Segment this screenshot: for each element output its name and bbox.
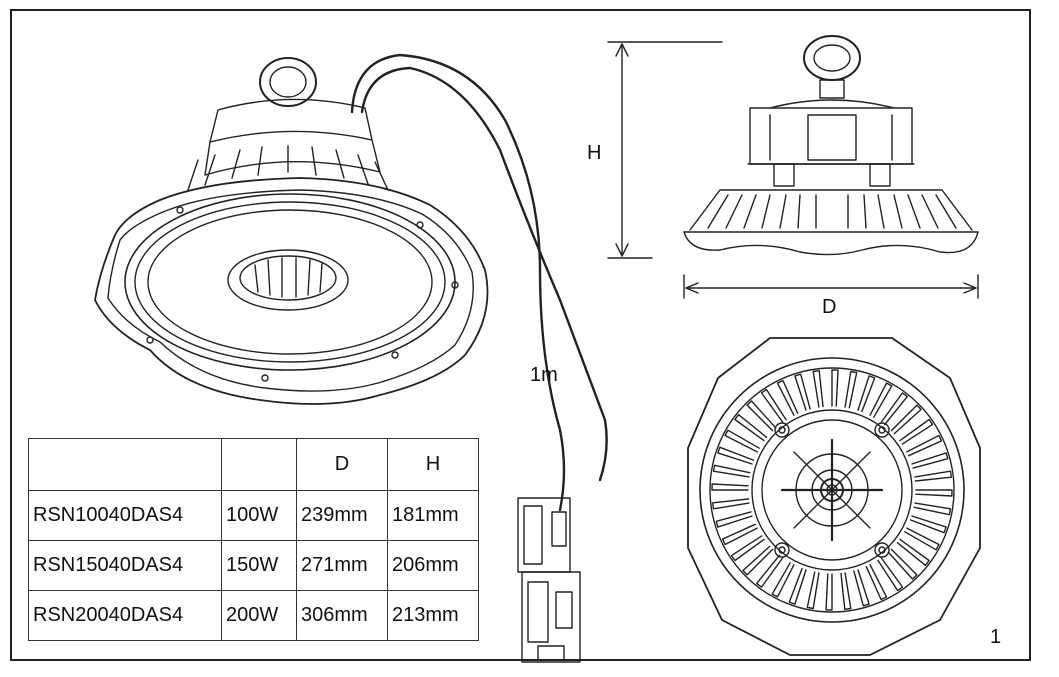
- header-cell: [221, 438, 297, 491]
- radial-fin: [721, 523, 758, 546]
- diameter-cell: 306mm: [296, 590, 388, 641]
- radial-fin: [711, 483, 749, 491]
- power-cell: 100W: [221, 490, 297, 541]
- top-view-lamp-drawing: [687, 337, 981, 656]
- radial-fin: [906, 434, 943, 457]
- perspective-lamp-drawing: [94, 57, 489, 405]
- model-cell: RSN20040DAS4: [28, 590, 222, 641]
- radial-fin: [715, 511, 753, 528]
- table-row: RSN15040DAS4 150W 271mm 206mm: [28, 540, 479, 591]
- radial-fin: [712, 464, 751, 478]
- radial-fin: [760, 388, 787, 423]
- radial-fin: [712, 498, 750, 510]
- radial-fin: [865, 564, 888, 601]
- diameter-dimension: [683, 274, 979, 299]
- cable-length-label: 1m: [530, 364, 558, 386]
- table-row: RSN10040DAS4 100W 239mm 181mm: [28, 490, 479, 541]
- radial-fin: [909, 515, 947, 534]
- drawing-frame: [10, 9, 1031, 661]
- power-cell: 150W: [221, 540, 297, 591]
- radial-fin: [899, 418, 934, 445]
- height-dimension: [607, 41, 723, 259]
- radial-fin: [788, 567, 807, 605]
- radial-fin: [806, 571, 820, 610]
- table-header-row: D H: [28, 438, 479, 491]
- radial-fin: [746, 400, 777, 432]
- side-view-lamp-drawing: [683, 35, 979, 256]
- connector-plug-icon: [517, 497, 581, 663]
- header-cell-h: H: [387, 438, 479, 491]
- radial-fin: [890, 404, 922, 435]
- radial-fin: [742, 545, 774, 576]
- header-cell-d: D: [296, 438, 388, 491]
- radial-fin: [794, 373, 811, 411]
- power-cable: [350, 53, 608, 512]
- radial-fin: [853, 569, 870, 607]
- radial-fin: [776, 379, 799, 416]
- radial-fin: [887, 548, 918, 580]
- table-row: RSN20040DAS4 200W 306mm 213mm: [28, 590, 479, 641]
- model-cell: RSN15040DAS4: [28, 540, 222, 591]
- radial-fin: [913, 502, 952, 516]
- height-label: H: [587, 142, 602, 164]
- radial-fins: [711, 369, 953, 611]
- radial-fin: [831, 369, 839, 407]
- radial-fin: [812, 370, 824, 408]
- header-cell: [28, 438, 222, 491]
- height-cell: 206mm: [387, 540, 479, 591]
- diameter-cell: 271mm: [296, 540, 388, 591]
- radial-fin: [730, 535, 765, 562]
- radial-fin: [880, 392, 908, 426]
- height-cell: 213mm: [387, 590, 479, 641]
- spec-table: D H RSN10040DAS4 100W 239mm 181mm RSN150…: [28, 438, 479, 641]
- radial-fin: [914, 470, 952, 482]
- radial-fin: [724, 429, 760, 453]
- radial-fin: [840, 572, 852, 610]
- radial-fin: [825, 573, 833, 611]
- radial-fin: [857, 375, 876, 413]
- radial-fin: [869, 382, 893, 418]
- radial-fin: [844, 370, 858, 409]
- model-cell: RSN10040DAS4: [28, 490, 222, 541]
- power-cell: 200W: [221, 590, 297, 641]
- height-cell: 181mm: [387, 490, 479, 541]
- radial-fin: [717, 446, 755, 465]
- radial-fin: [734, 414, 768, 442]
- radial-fin: [771, 562, 795, 598]
- diameter-label: D: [822, 296, 837, 318]
- radial-fin: [904, 527, 940, 551]
- diameter-cell: 239mm: [296, 490, 388, 541]
- radial-fin: [896, 538, 930, 566]
- radial-fin: [877, 557, 904, 592]
- figure-number: 1: [990, 626, 1002, 648]
- radial-fin: [915, 489, 953, 497]
- radial-fin: [756, 554, 784, 588]
- radial-fin: [911, 452, 949, 469]
